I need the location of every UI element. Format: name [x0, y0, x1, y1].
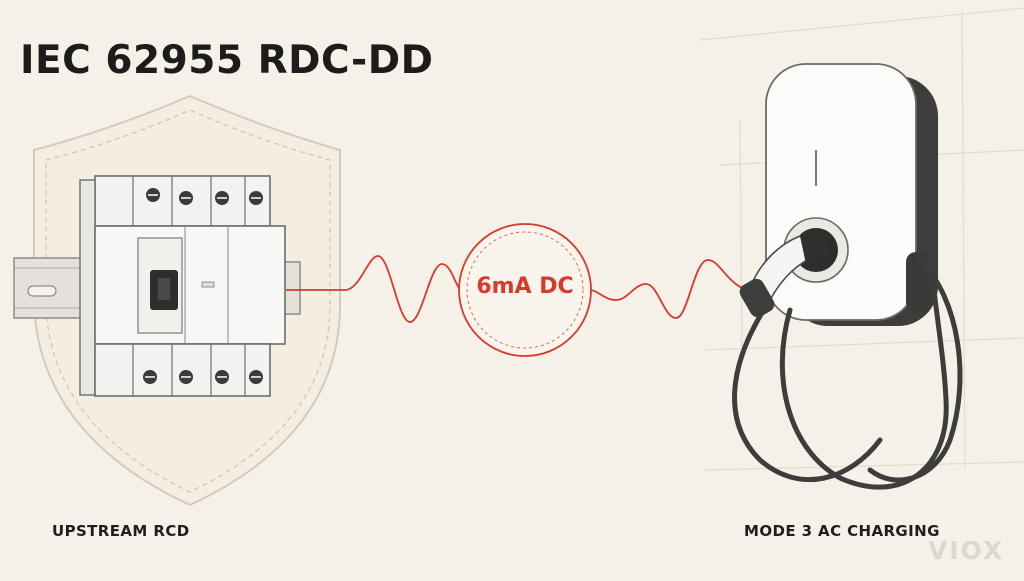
dc-signal-wave — [286, 255, 761, 323]
ev-charger-icon — [765, 63, 938, 326]
dc-badge — [458, 223, 592, 357]
charging-plug-icon — [739, 230, 830, 318]
brand-watermark: VIOX — [928, 536, 1005, 565]
charging-cable — [732, 237, 963, 490]
page-title: IEC 62955 RDC-DD — [20, 38, 434, 83]
circuit-breaker-icon — [79, 175, 286, 397]
caption-mode3-charging: MODE 3 AC CHARGING — [744, 522, 940, 540]
caption-upstream-rcd: UPSTREAM RCD — [52, 522, 190, 540]
dc-current-label: 6mA DC — [476, 274, 574, 299]
